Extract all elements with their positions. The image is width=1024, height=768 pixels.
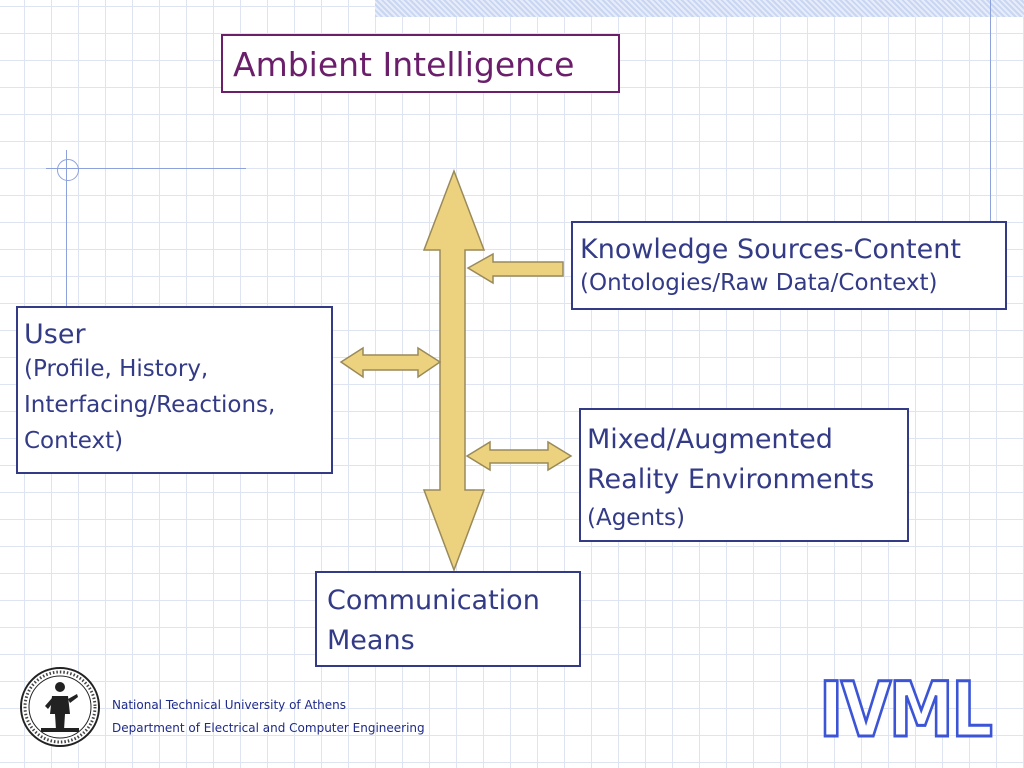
department-name: Department of Electrical and Computer En… (112, 721, 425, 735)
mixed-reality-box: Mixed/Augmented Reality Environments (Ag… (579, 408, 909, 542)
decor-circle (57, 159, 79, 181)
communication-heading-line-2: Means (327, 625, 415, 656)
university-name: National Technical University of Athens (112, 698, 347, 712)
knowledge-sources-heading: Knowledge Sources-Content (580, 234, 961, 265)
decor-vertical-line-left (66, 150, 67, 310)
communication-heading-line-1: Communication (327, 585, 540, 616)
mixed-reality-heading-line-2: Reality Environments (587, 464, 875, 495)
user-detail-line-1: (Profile, History, (24, 356, 209, 382)
mixed-reality-detail: (Agents) (587, 505, 686, 531)
title-box: Ambient Intelligence (221, 34, 620, 93)
lab-logo: IVML (818, 665, 994, 754)
mixed-reality-heading-line-1: Mixed/Augmented (587, 424, 833, 455)
knowledge-sources-box: Knowledge Sources-Content (Ontologies/Ra… (571, 221, 1007, 310)
university-seal-icon (20, 667, 100, 747)
knowledge-arrow (466, 252, 564, 285)
knowledge-sources-detail: (Ontologies/Raw Data/Context) (580, 270, 938, 296)
user-box: User (Profile, History, Interfacing/Reac… (16, 306, 333, 474)
user-double-arrow (339, 346, 442, 379)
mixed-reality-double-arrow (465, 440, 573, 472)
header-band (375, 0, 1024, 17)
decor-vertical-line-right (990, 0, 991, 225)
page-title: Ambient Intelligence (233, 45, 575, 84)
user-detail-line-3: Context) (24, 428, 124, 454)
communication-means-box: Communication Means (315, 571, 581, 667)
central-double-arrow (422, 168, 486, 573)
user-heading: User (24, 319, 86, 350)
decor-horizontal-line-left (46, 168, 246, 169)
user-detail-line-2: Interfacing/Reactions, (24, 392, 276, 418)
